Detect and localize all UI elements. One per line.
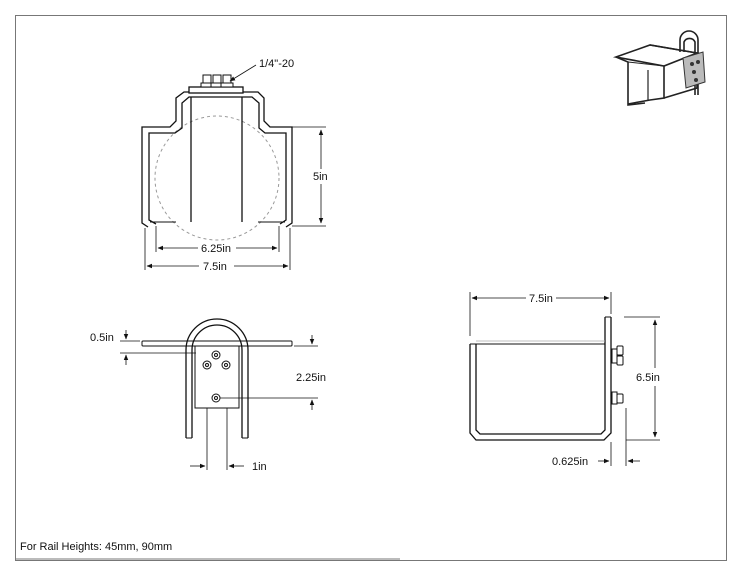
bottle-outline bbox=[154, 115, 280, 241]
bolt-icon bbox=[202, 350, 231, 403]
mount-bar bbox=[188, 86, 244, 94]
inner-wire bbox=[148, 96, 287, 225]
rail-height-note: For Rail Heights: 45mm, 90mm bbox=[20, 541, 172, 553]
rail bbox=[141, 340, 293, 347]
height-5in-label: 5in bbox=[313, 171, 328, 183]
standoff-label: 0.625in bbox=[552, 456, 588, 468]
iso-bracket-icon bbox=[682, 51, 706, 89]
knob-icon bbox=[200, 74, 234, 88]
end-view bbox=[141, 318, 293, 439]
thread-label: 1/4"-20 bbox=[259, 58, 294, 70]
hoop-inner bbox=[191, 324, 243, 438]
outer-wire bbox=[141, 91, 293, 228]
sheet-border bbox=[15, 15, 727, 561]
inner-width-label: 6.25in bbox=[201, 243, 231, 255]
side-knob-icon bbox=[611, 345, 624, 405]
isometric-thumbnail bbox=[612, 30, 700, 106]
side-width-label: 7.5in bbox=[529, 293, 553, 305]
drop-label: 2.25in bbox=[296, 372, 326, 384]
side-view bbox=[469, 316, 612, 441]
side-outer-wire bbox=[469, 317, 612, 441]
hoop-outer bbox=[185, 318, 249, 438]
side-inner-wire bbox=[475, 317, 606, 435]
side-height-label: 6.5in bbox=[636, 372, 660, 384]
top-view bbox=[141, 74, 293, 241]
outer-width-label: 7.5in bbox=[203, 261, 227, 273]
rail-offset-label: 0.5in bbox=[90, 332, 114, 344]
leg-spacing-label: 1in bbox=[252, 461, 267, 473]
